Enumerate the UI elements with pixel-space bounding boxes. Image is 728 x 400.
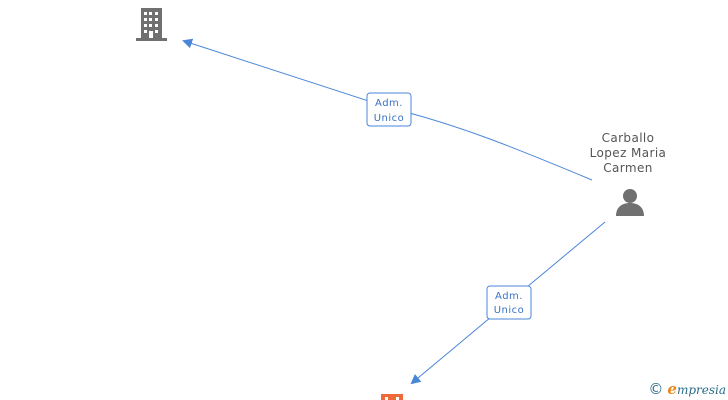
person-name-line: Carmen xyxy=(603,161,653,175)
edge-label-adm-unico-1[interactable]: Adm. Unico xyxy=(366,92,412,127)
edge-label-line: Adm. xyxy=(375,98,403,109)
person-name-line: Lopez Maria xyxy=(589,146,667,160)
person-name-label[interactable]: Carballo Lopez Maria Carmen xyxy=(578,131,678,176)
building-icon xyxy=(381,394,403,400)
brand-logo: empresia xyxy=(667,380,726,398)
edge-label-line: Unico xyxy=(374,113,405,124)
copyright-icon: © xyxy=(648,380,664,398)
edge-label-adm-unico-2[interactable]: Adm. Unico xyxy=(486,285,532,320)
person-node[interactable] xyxy=(616,189,644,216)
company-node-top[interactable] xyxy=(136,8,167,41)
edge-label-line: Adm. xyxy=(495,291,523,302)
company-node-bottom[interactable] xyxy=(381,394,403,400)
building-icon xyxy=(136,8,167,41)
empresia-watermark: © empresia xyxy=(648,380,726,398)
person-name-line: Carballo xyxy=(601,131,655,145)
edge-label-line: Unico xyxy=(494,305,525,316)
person-icon xyxy=(616,189,644,216)
